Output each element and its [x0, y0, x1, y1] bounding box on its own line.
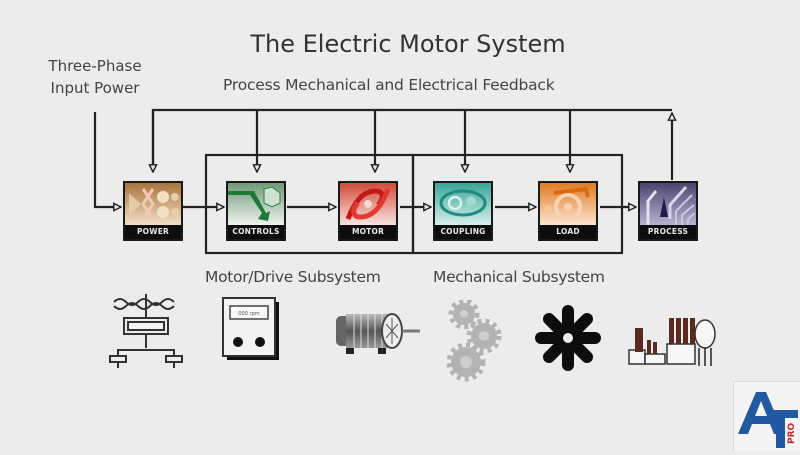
- input-power-label-line1: Three-Phase: [48, 57, 142, 75]
- power-block-icon: [125, 183, 181, 225]
- block-controls: CONTROLS: [226, 181, 286, 241]
- logo-pro-text: PRO: [787, 422, 797, 444]
- block-coupling-label: COUPLING: [435, 225, 491, 239]
- input-power-line: [93, 112, 121, 207]
- block-power: POWER: [123, 181, 183, 241]
- controls-block-icon: [228, 183, 284, 225]
- at-pro-logo-mark: PRO: [738, 392, 798, 448]
- motor-drive-subsystem-label: Motor/Drive Subsystem: [205, 268, 381, 286]
- block-power-label: POWER: [125, 225, 181, 239]
- load-block-icon: [540, 183, 596, 225]
- coupling-block-icon: [435, 183, 491, 225]
- block-motor: MOTOR: [338, 181, 398, 241]
- drive-display-text: 000 rpm: [238, 311, 259, 317]
- mechanical-subsystem-label: Mechanical Subsystem: [433, 268, 605, 286]
- input-power-label: Three-Phase Input Power: [40, 55, 150, 99]
- block-load-label: LOAD: [540, 225, 596, 239]
- mechanical-subsystem-frame: [411, 153, 624, 255]
- fan-load-icon: [535, 305, 601, 371]
- block-coupling: COUPLING: [433, 181, 493, 241]
- block-load: LOAD: [538, 181, 598, 241]
- gears-coupling-icon: [446, 300, 502, 382]
- power-distribution-icon: [109, 294, 183, 368]
- block-motor-label: MOTOR: [340, 225, 396, 239]
- motor-block-icon: [340, 183, 396, 225]
- input-power-label-line2: Input Power: [50, 79, 140, 97]
- block-controls-label: CONTROLS: [228, 225, 284, 239]
- block-process: PROCESS: [638, 181, 698, 241]
- drive-controller-icon: 000 rpm: [222, 297, 279, 360]
- process-block-icon: [640, 183, 696, 225]
- block-process-label: PROCESS: [640, 225, 696, 239]
- diagram-title: The Electric Motor System: [250, 30, 566, 58]
- feedback-label: Process Mechanical and Electrical Feedba…: [223, 76, 555, 94]
- at-pro-logo: PRO: [733, 381, 800, 451]
- industrial-plant-icon: [628, 318, 716, 366]
- electric-motor-icon: [336, 313, 420, 354]
